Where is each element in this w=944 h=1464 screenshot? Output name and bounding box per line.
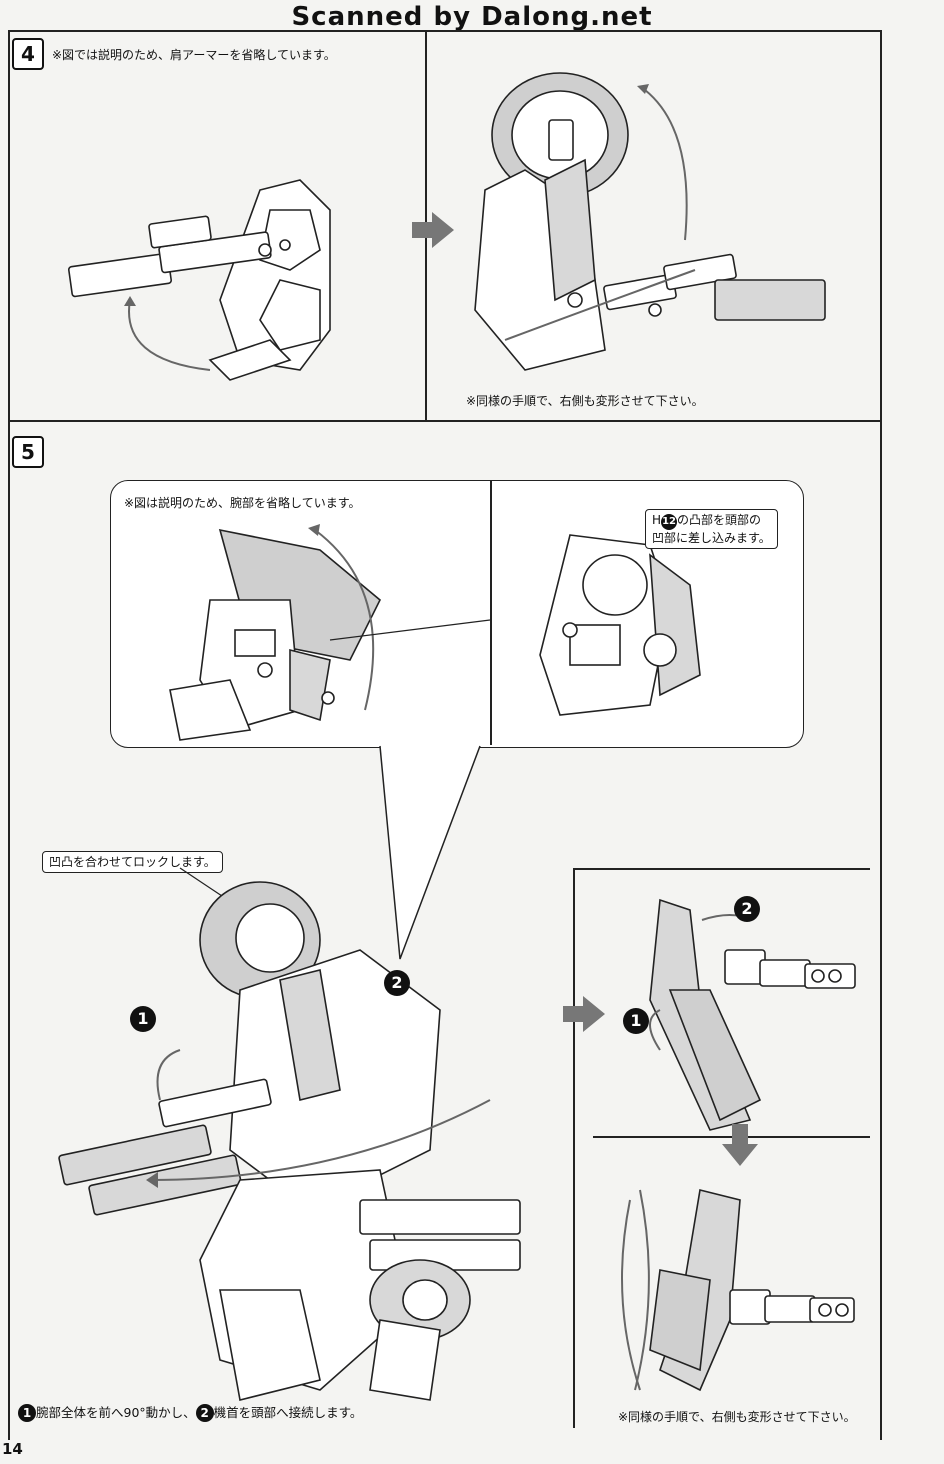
marker-step-2: 2 xyxy=(384,970,410,996)
watermark: Scanned by Dalong.net xyxy=(291,2,653,32)
step-5-head-connected-illustration xyxy=(539,534,701,716)
step-4-right-arrow xyxy=(412,212,454,248)
step-5-number: 5 xyxy=(12,436,44,468)
inset-right-arrow xyxy=(563,996,605,1032)
step-5-bottom-right-note: ※同様の手順で、右側も変形させて下さい。 xyxy=(618,1410,856,1424)
frame-left-line xyxy=(8,30,10,1440)
inset-top-line xyxy=(573,868,870,870)
step-5-main-illustration xyxy=(58,881,521,1401)
frame-top-line xyxy=(8,30,880,32)
callout-lock: 凹凸を合わせてロックします。 xyxy=(42,851,223,873)
step-4-note: ※図では説明のため、肩アーマーを省略しています。 xyxy=(52,48,336,62)
inset-arm-final-illustration xyxy=(621,1189,855,1392)
instruction-text-2: 機首を頭部へ接続します。 xyxy=(213,1405,363,1420)
step-4-number: 4 xyxy=(12,38,44,70)
instruction-marker-2: 2 xyxy=(195,1404,214,1422)
inset-left-line xyxy=(573,868,575,1428)
instruction-marker-1: 1 xyxy=(18,1404,36,1422)
callout-line1: の凸部を頭部の xyxy=(677,513,762,527)
callout-line2: 凹部に差し込みます。 xyxy=(652,531,771,545)
page-number: 14 xyxy=(2,1440,23,1458)
step-4-bottom-note: ※同様の手順で、右側も変形させて下さい。 xyxy=(466,394,704,408)
instruction-text-1: 腕部全体を前へ90°動かし、 xyxy=(36,1405,196,1420)
step-4-transformed-illustration xyxy=(474,72,826,371)
step-4-arm-illustration xyxy=(67,179,331,381)
callout-lock-leader xyxy=(179,867,226,899)
step-5-bubble-note: ※図は説明のため、腕部を省略しています。 xyxy=(124,496,361,510)
step-divider xyxy=(8,420,880,422)
callout-h12-insert: H12の凸部を頭部の 凹部に差し込みます。 xyxy=(645,509,778,549)
callout-part-prefix: H xyxy=(652,513,662,527)
marker-step-1: 1 xyxy=(130,1006,156,1032)
part-number-badge: 12 xyxy=(661,514,678,530)
bubble-tail xyxy=(379,743,481,960)
bubble-divider xyxy=(490,481,492,745)
frame-right-line xyxy=(880,30,882,1440)
inset-arm-rotation-illustration xyxy=(649,898,856,1131)
inset-down-arrow xyxy=(722,1124,758,1166)
step-5-head-illustration xyxy=(169,524,491,741)
inset-marker-2: 2 xyxy=(734,896,760,922)
inset-marker-1: 1 xyxy=(623,1008,649,1034)
inset-mid-line xyxy=(593,1136,870,1138)
